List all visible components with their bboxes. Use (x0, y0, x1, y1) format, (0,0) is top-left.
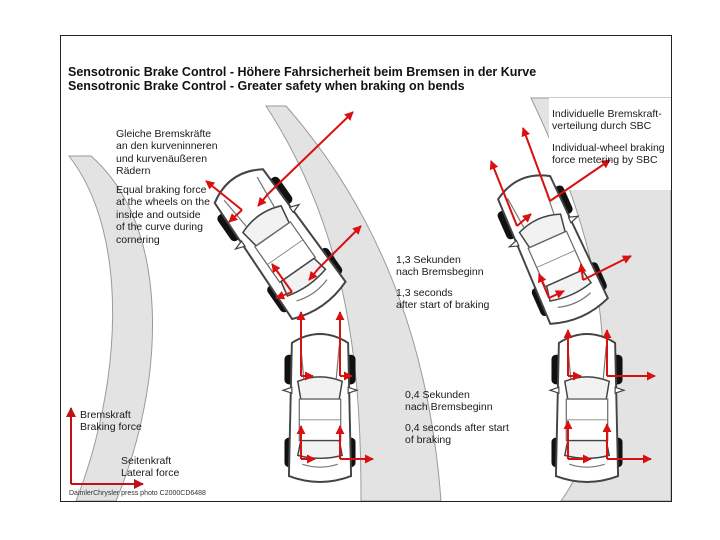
car-equal-braking-early-arrows (296, 311, 374, 464)
title-en: Sensotronic Brake Control - Greater safe… (68, 79, 465, 93)
label-equal-force-de: Gleiche Bremskräfte an den kurveninneren… (116, 128, 218, 178)
label-equal-force-en: Equal braking force at the wheels on the… (116, 184, 210, 246)
label-box-bg (549, 98, 671, 190)
title-de: Sensotronic Brake Control - Höhere Fahrs… (68, 65, 537, 79)
label-0-4s-de: 0,4 Sekunden nach Bremsbeginn (405, 389, 493, 414)
car-sbc-late-arrows (489, 127, 632, 299)
diagram-frame: Sensotronic Brake Control - Höhere Fahrs… (60, 35, 672, 502)
label-individual-de: Individuelle Bremskraft- verteilung durc… (552, 108, 662, 133)
label-1-3s-en: 1,3 seconds after start of braking (396, 287, 490, 312)
axis-label-lateral-force: Seitenkraft Lateral force (121, 455, 180, 480)
label-0-4s-en: 0,4 seconds after start of braking (405, 422, 509, 447)
label-individual-en: Individual-wheel braking force metering … (552, 142, 665, 167)
road-left (67, 155, 154, 501)
car-equal-braking-late-arrows (205, 111, 362, 300)
axis-indicator (66, 407, 144, 489)
press-photo-credit: DaimlerChrysler press photo C2000CD6488 (69, 490, 206, 497)
label-1-3s-de: 1,3 Sekunden nach Bremsbeginn (396, 254, 484, 279)
axis-label-braking-force: Bremskraft Braking force (80, 409, 142, 434)
brake-diagram-canvas (66, 97, 671, 501)
car-sbc-early-arrows (563, 329, 656, 464)
